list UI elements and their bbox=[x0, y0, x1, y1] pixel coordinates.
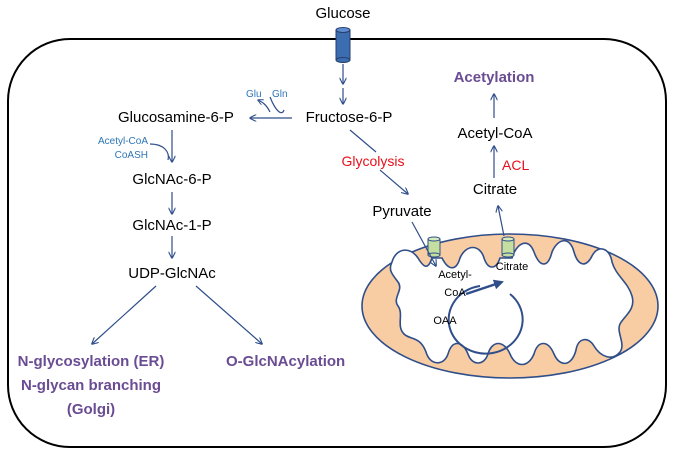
label-nglyco-line3: (Golgi) bbox=[66, 401, 116, 418]
glu-gln-branch bbox=[258, 100, 271, 113]
label-pyruvate: Pyruvate bbox=[372, 203, 432, 220]
label-coash: CoASH bbox=[114, 150, 148, 161]
citrate-export-arrow bbox=[498, 206, 505, 237]
glycolysis-to-pyruvate-arrow bbox=[379, 169, 408, 194]
label-acl: ACL bbox=[502, 157, 530, 173]
label-mito-acetyl-line1: Acetyl- bbox=[438, 269, 472, 281]
label-fructose-6-p: Fructose-6-P bbox=[305, 109, 393, 126]
glu-gln-swirl bbox=[269, 96, 285, 114]
label-oaa: OAA bbox=[433, 315, 457, 327]
arrows bbox=[92, 64, 505, 344]
glucose-transporter bbox=[335, 27, 351, 63]
label-glu: Glu bbox=[246, 89, 262, 100]
pyruvate-to-mito-arrow bbox=[411, 221, 436, 266]
label-gln: Gln bbox=[272, 89, 288, 100]
label-mito-citrate: Citrate bbox=[495, 261, 529, 273]
label-nglyco-line2: N-glycan branching bbox=[20, 377, 162, 394]
label-glcnac-1-p: GlcNAc-1-P bbox=[132, 217, 212, 234]
citrate-transporter bbox=[501, 236, 515, 258]
label-udp-glcnac: UDP-GlcNAc bbox=[128, 265, 216, 282]
acetylcoa-coash-curve bbox=[149, 143, 169, 161]
label-acetyl-coa: Acetyl-CoA bbox=[457, 125, 533, 142]
label-nglyco-line1: N-glycosylation (ER) bbox=[17, 353, 165, 370]
udp-to-oglcnac-arrow bbox=[195, 285, 262, 344]
label-citrate: Citrate bbox=[472, 181, 518, 198]
f6p-to-glycolysis-line bbox=[349, 129, 377, 153]
udp-to-nglyco-arrow bbox=[92, 285, 157, 344]
tca-cycle bbox=[447, 285, 524, 355]
acetylcoa-to-tca-arrow bbox=[465, 279, 504, 296]
label-acetylation: Acetylation bbox=[453, 69, 535, 86]
label-glcnac-6-p: GlcNAc-6-P bbox=[132, 171, 212, 188]
label-glycolysis: Glycolysis bbox=[341, 153, 405, 169]
label-glucosamine-6-p: Glucosamine-6-P bbox=[118, 109, 234, 126]
label-acetyl-coa-small: Acetyl-CoA bbox=[97, 136, 148, 147]
label-glucose: Glucose bbox=[315, 5, 371, 22]
label-mito-acetyl-line2: CoA bbox=[444, 287, 466, 299]
label-o-glcnacylation: O-GlcNAcylation bbox=[226, 353, 346, 370]
